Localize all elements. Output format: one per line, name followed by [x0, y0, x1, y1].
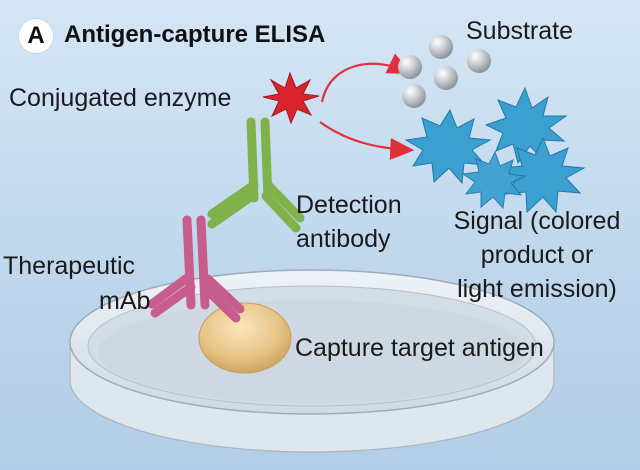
detection-antibody-icon [207, 117, 305, 233]
substrate-sphere-icon [398, 35, 491, 108]
capture-antigen-icon [198, 302, 292, 374]
therapeutic-mab-label-line1: Therapeutic [3, 252, 136, 280]
signal-label-line3: light emission) [457, 275, 617, 303]
substrate-label: Substrate [466, 17, 574, 45]
enzyme-star-icon [262, 71, 320, 125]
conjugated-enzyme-label: Conjugated enzyme [9, 84, 232, 112]
therapeutic-mab-antibody-icon [147, 215, 245, 323]
detection-antibody-label-line1: Detection [296, 191, 402, 219]
reaction-arrow [320, 53, 412, 103]
panel-title: Antigen-capture ELISA [64, 21, 326, 48]
signal-starburst-icon [404, 86, 586, 214]
signal-label-line1: Signal (colored [453, 207, 621, 235]
detection-antibody-label-line2: antibody [296, 225, 391, 253]
signal-label-line2: product or [480, 241, 594, 269]
reaction-arrow-to-signal [319, 121, 415, 160]
therapeutic-mab-label-line2: mAb [99, 287, 151, 315]
capture-antigen-label: Capture target antigen [295, 334, 544, 362]
panel-letter-badge: A [19, 19, 53, 53]
